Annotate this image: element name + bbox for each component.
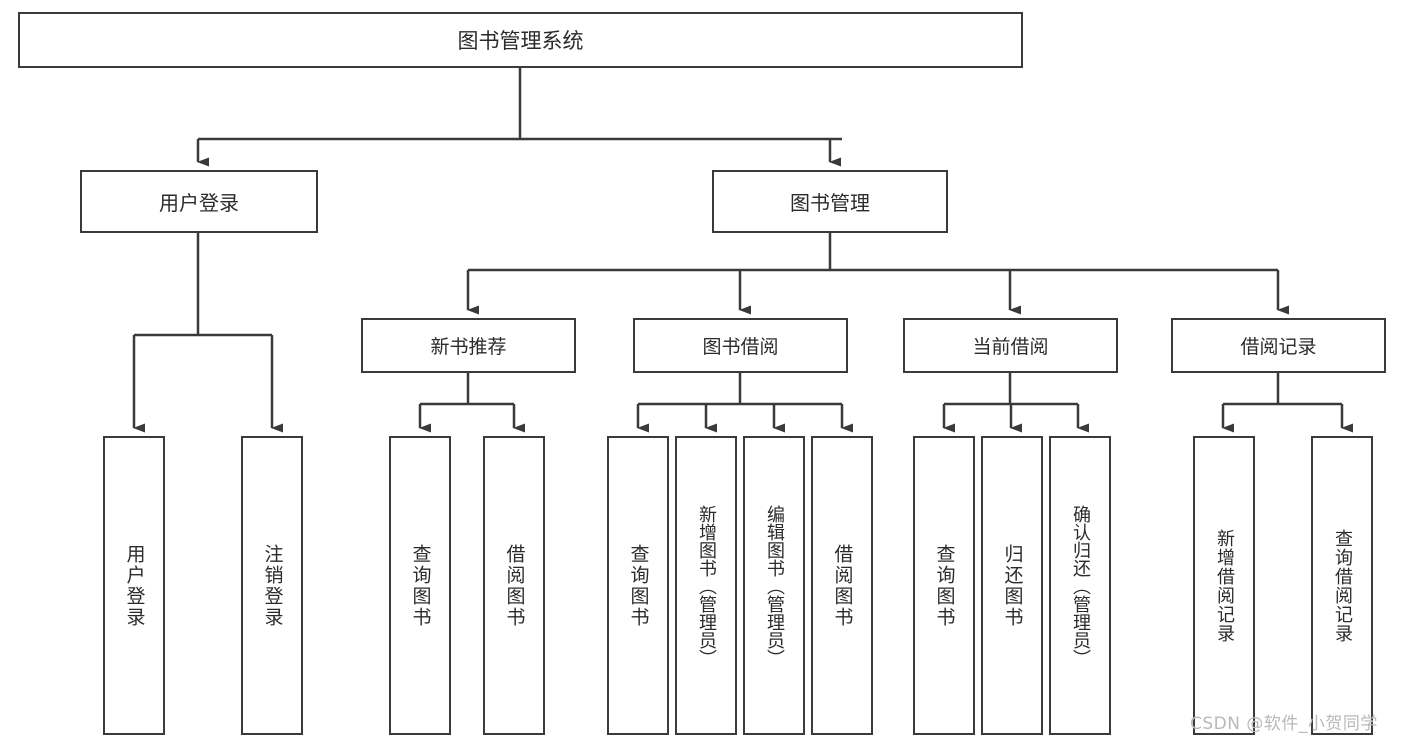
- leaf-return-book[interactable]: 归还图书: [981, 436, 1043, 735]
- node-label: 借阅图书: [831, 543, 854, 628]
- node-label: 查询图书: [409, 543, 432, 628]
- leaf-borrow-book[interactable]: 借阅图书: [811, 436, 873, 735]
- node-label: 借阅记录: [1240, 336, 1317, 358]
- leaf-logout-login[interactable]: 注销登录: [241, 436, 303, 735]
- leaf-confirm-return-admin[interactable]: 确认归还（管理员）: [1049, 436, 1111, 735]
- leaf-query-borrow-record[interactable]: 查询借阅记录: [1311, 436, 1373, 735]
- leaf-user-login[interactable]: 用户登录: [103, 436, 165, 735]
- node-label: 确认归还（管理员）: [1070, 504, 1091, 667]
- leaf-borrow-book-recommend[interactable]: 借阅图书: [483, 436, 545, 735]
- node-label: 查询图书: [933, 543, 956, 628]
- node-borrow-record[interactable]: 借阅记录: [1171, 318, 1386, 373]
- node-user-login[interactable]: 用户登录: [80, 170, 318, 233]
- node-label: 查询借阅记录: [1332, 528, 1353, 643]
- leaf-edit-book-admin[interactable]: 编辑图书（管理员）: [743, 436, 805, 735]
- node-label: 新增借阅记录: [1214, 528, 1235, 643]
- leaf-add-borrow-record[interactable]: 新增借阅记录: [1193, 436, 1255, 735]
- node-label: 编辑图书（管理员）: [764, 504, 785, 667]
- node-label: 新增图书（管理员）: [696, 504, 717, 667]
- node-book-borrow[interactable]: 图书借阅: [633, 318, 848, 373]
- node-label: 图书管理系统: [457, 29, 584, 53]
- node-label: 当前借阅: [972, 336, 1049, 358]
- watermark-text: CSDN @软件_小贺同学: [1190, 714, 1378, 734]
- node-label: 借阅图书: [503, 543, 526, 628]
- leaf-query-book-borrow[interactable]: 查询图书: [607, 436, 669, 735]
- node-book-management[interactable]: 图书管理: [712, 170, 948, 233]
- node-label: 查询图书: [627, 543, 650, 628]
- node-root-system[interactable]: 图书管理系统: [18, 12, 1023, 68]
- node-label: 图书借阅: [702, 336, 779, 358]
- node-label: 注销登录: [261, 543, 284, 628]
- node-label: 新书推荐: [430, 336, 507, 358]
- node-label: 归还图书: [1001, 543, 1024, 628]
- node-current-borrow[interactable]: 当前借阅: [903, 318, 1118, 373]
- node-label: 图书管理: [790, 191, 870, 215]
- leaf-query-book-recommend[interactable]: 查询图书: [389, 436, 451, 735]
- leaf-query-book-current[interactable]: 查询图书: [913, 436, 975, 735]
- node-label: 用户登录: [123, 543, 146, 628]
- node-label: 用户登录: [159, 191, 239, 215]
- node-new-book-recommend[interactable]: 新书推荐: [361, 318, 576, 373]
- leaf-add-book-admin[interactable]: 新增图书（管理员）: [675, 436, 737, 735]
